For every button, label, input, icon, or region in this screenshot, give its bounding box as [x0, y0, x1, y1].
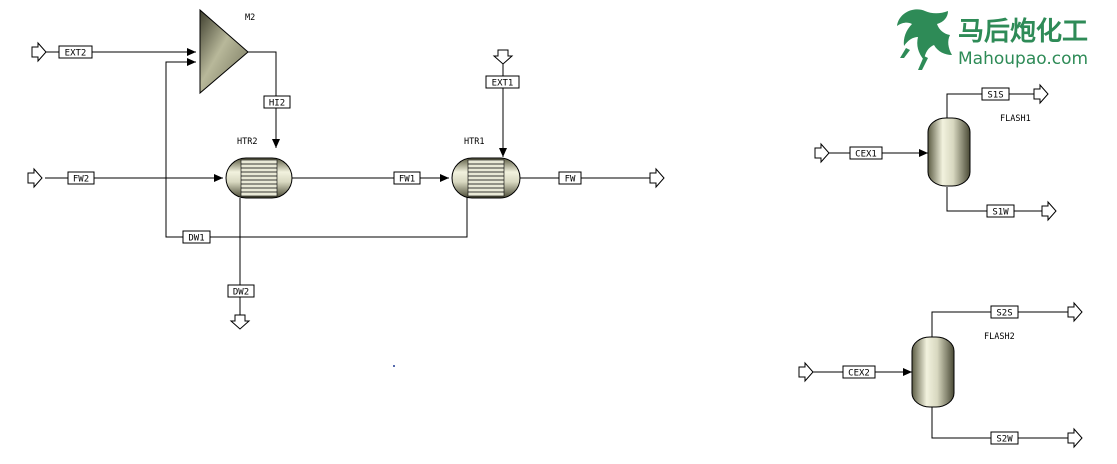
horse-icon [897, 9, 952, 70]
stream-line-dw1[interactable] [165, 58, 468, 238]
stream-tag-cex2[interactable]: CEX2 [842, 365, 876, 379]
flash-drum-flash2[interactable] [911, 336, 955, 408]
stream-line-hi2[interactable] [248, 51, 280, 148]
svg-text:CEX1: CEX1 [855, 150, 877, 160]
block-label-flash2: FLASH2 [984, 332, 1015, 342]
svg-text:S1W: S1W [992, 208, 1009, 218]
stream-tag-ext1[interactable]: EXT1 [485, 75, 520, 89]
stray-dot [393, 365, 395, 367]
product-arrow-fw[interactable] [649, 167, 665, 189]
svg-text:S1S: S1S [987, 91, 1003, 101]
stream-tag-cex1[interactable]: CEX1 [849, 146, 883, 160]
mixer-m2[interactable] [199, 8, 249, 95]
svg-text:FW1: FW1 [399, 175, 415, 185]
watermark-site: Mahoupao.com [958, 49, 1088, 69]
block-label-m2: M2 [245, 13, 255, 23]
flash-drum-flash1[interactable] [927, 117, 971, 187]
svg-text:FW2: FW2 [73, 175, 89, 185]
stream-tag-s2s[interactable]: S2S [990, 305, 1019, 319]
svg-text:DW2: DW2 [233, 288, 249, 298]
block-label-htr2: HTR2 [237, 137, 257, 147]
feed-arrow-fw2[interactable] [27, 167, 43, 189]
feed-arrow-ext1[interactable] [492, 49, 514, 65]
block-label-htr1: HTR1 [464, 137, 484, 147]
svg-text:DW1: DW1 [188, 234, 204, 244]
svg-text:S2W: S2W [996, 435, 1013, 445]
product-arrow-dw2[interactable] [229, 314, 251, 330]
stream-tag-dw1[interactable]: DW1 [182, 230, 211, 244]
stream-tag-s1w[interactable]: S1W [986, 204, 1015, 218]
watermark-logo: 马后炮化工 Mahoupao.com [897, 9, 1088, 70]
product-arrow-s1s[interactable] [1033, 83, 1049, 105]
svg-text:HI2: HI2 [269, 99, 285, 109]
stream-tag-ext2[interactable]: EXT2 [58, 45, 93, 59]
product-arrow-s1w[interactable] [1041, 200, 1057, 222]
svg-text:EXT1: EXT1 [492, 79, 514, 89]
heat-exchanger-htr1[interactable] [451, 157, 521, 199]
stream-line-s2w[interactable] [931, 406, 1070, 439]
watermark-chinese-name: 马后炮化工 [958, 16, 1088, 47]
svg-text:CEX2: CEX2 [848, 369, 870, 379]
product-arrow-s2w[interactable] [1067, 427, 1083, 449]
svg-text:FW: FW [565, 175, 576, 185]
stream-tag-dw2[interactable]: DW2 [227, 284, 255, 298]
stream-tag-s2w[interactable]: S2W [990, 431, 1019, 445]
feed-arrow-ext2[interactable] [31, 41, 47, 63]
stream-tag-hi2[interactable]: HI2 [263, 95, 291, 109]
heat-exchanger-htr2[interactable] [225, 157, 293, 199]
svg-text:S2S: S2S [996, 309, 1012, 319]
stream-tag-fw1[interactable]: FW1 [393, 171, 421, 185]
product-arrow-s2s[interactable] [1067, 301, 1083, 323]
feed-arrow-cex2[interactable] [798, 361, 814, 383]
stream-line-s2s[interactable] [931, 311, 1070, 339]
feed-arrow-cex1[interactable] [814, 142, 830, 164]
block-label-flash1: FLASH1 [1000, 114, 1031, 124]
stream-tag-fw2[interactable]: FW2 [67, 171, 95, 185]
stream-tag-fw[interactable]: FW [558, 171, 582, 185]
svg-text:EXT2: EXT2 [65, 49, 87, 59]
stream-tag-s1s[interactable]: S1S [981, 87, 1010, 101]
